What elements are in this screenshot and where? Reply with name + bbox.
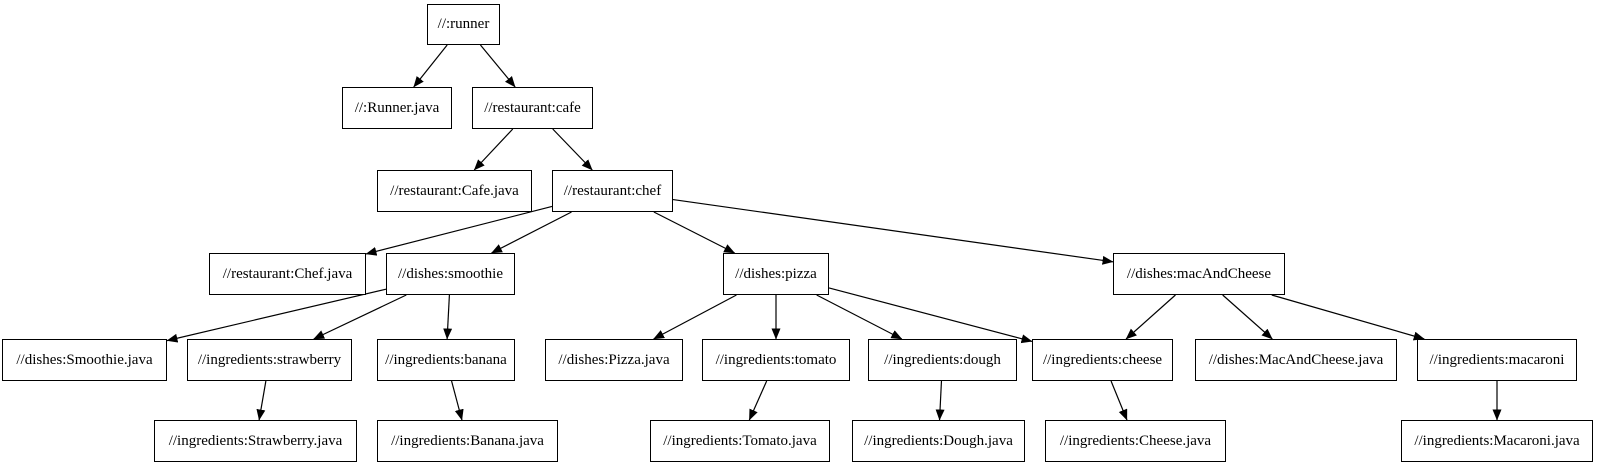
graph-node-runner: //:runner xyxy=(427,4,500,45)
graph-node-smoothie: //dishes:smoothie xyxy=(386,253,515,295)
edge-tomato-to-tomato-java xyxy=(748,380,768,421)
graph-node-cheese-java: //ingredients:Cheese.java xyxy=(1045,420,1226,462)
edge-chef-to-pizza xyxy=(653,211,736,254)
edge-cafe-to-cafe-java xyxy=(473,128,514,171)
edge-macandcheese-to-macandcheese-java xyxy=(1222,294,1273,340)
edge-macandcheese-to-macaroni xyxy=(1271,294,1425,341)
graph-node-cheese: //ingredients:cheese xyxy=(1032,339,1173,381)
edge-pizza-to-pizza-java xyxy=(653,294,737,340)
graph-node-macaroni-java: //ingredients:Macaroni.java xyxy=(1401,420,1593,462)
graph-node-macandcheese-java: //dishes:MacAndCheese.java xyxy=(1195,339,1397,381)
edge-runner-to-runner-java xyxy=(413,44,448,88)
edge-cheese-to-cheese-java xyxy=(1110,380,1128,421)
edge-chef-to-smoothie xyxy=(491,211,572,254)
graph-node-chef: //restaurant:chef xyxy=(552,170,673,212)
edge-strawberry-to-strawberry-java xyxy=(256,380,267,421)
graph-node-smoothie-java: //dishes:Smoothie.java xyxy=(2,339,167,381)
edge-cafe-to-chef xyxy=(552,128,593,171)
edge-dough-to-dough-java xyxy=(935,380,945,421)
graph-node-cafe-java: //restaurant:Cafe.java xyxy=(377,170,532,212)
graph-node-banana: //ingredients:banana xyxy=(377,339,515,381)
edge-macandcheese-to-cheese xyxy=(1125,294,1176,340)
edge-smoothie-to-strawberry xyxy=(313,294,407,340)
graph-node-dough-java: //ingredients:Dough.java xyxy=(852,420,1025,462)
graph-node-macandcheese: //dishes:macAndCheese xyxy=(1113,253,1285,295)
graph-node-tomato: //ingredients:tomato xyxy=(702,339,850,381)
edge-smoothie-to-smoothie-java xyxy=(166,288,387,343)
edge-pizza-to-cheese xyxy=(828,287,1033,344)
graph-node-chef-java: //restaurant:Chef.java xyxy=(209,253,366,295)
graph-node-pizza: //dishes:pizza xyxy=(723,253,829,295)
graph-node-runner-java: //:Runner.java xyxy=(342,87,452,129)
edge-runner-to-cafe xyxy=(479,44,516,88)
edge-banana-to-banana-java xyxy=(450,380,464,421)
graph-node-macaroni: //ingredients:macaroni xyxy=(1417,339,1577,381)
edge-chef-to-chef-java xyxy=(365,205,553,256)
graph-node-dough: //ingredients:dough xyxy=(868,339,1017,381)
graph-node-strawberry-java: //ingredients:Strawberry.java xyxy=(154,420,357,462)
graph-node-tomato-java: //ingredients:Tomato.java xyxy=(650,420,830,462)
edge-pizza-to-dough xyxy=(816,294,903,340)
graph-node-pizza-java: //dishes:Pizza.java xyxy=(545,339,683,381)
graph-node-cafe: //restaurant:cafe xyxy=(472,87,593,129)
graph-node-banana-java: //ingredients:Banana.java xyxy=(377,420,558,462)
graph-node-strawberry: //ingredients:strawberry xyxy=(187,339,352,381)
edge-smoothie-to-banana xyxy=(443,294,453,340)
